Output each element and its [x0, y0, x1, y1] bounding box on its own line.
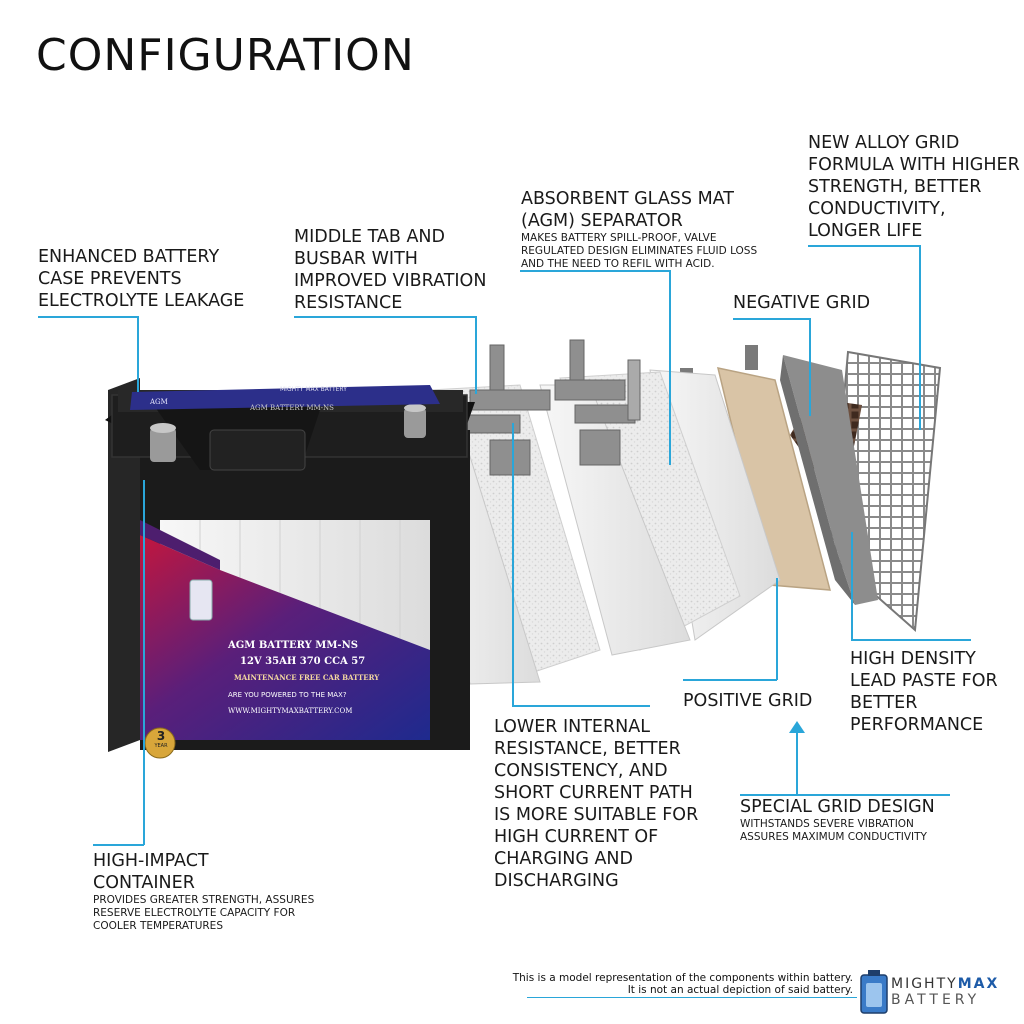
leader-paste — [851, 532, 853, 640]
leader-paste-h — [851, 639, 971, 641]
callout-agm-label: ABSORBENT GLASS MAT (AGM) SEPARATOR — [521, 189, 734, 231]
leader-alloy — [808, 245, 920, 247]
footer-rule — [527, 997, 857, 998]
callout-resistance: LOWER INTERNAL RESISTANCE, BETTER CONSIS… — [494, 717, 699, 891]
busbar-tabs — [449, 339, 641, 476]
leader-case — [38, 316, 138, 318]
callout-positive: POSITIVE GRID — [683, 691, 813, 711]
callout-alloy: NEW ALLOY GRID FORMULA WITH HIGHER STREN… — [808, 133, 1020, 241]
leader-agm-v — [669, 270, 671, 465]
leader-agm — [520, 270, 670, 272]
battery-top-agm: AGM — [150, 398, 168, 406]
leader-resistance-h — [512, 705, 650, 707]
footer-line-2: It is not an actual depiction of said ba… — [627, 984, 853, 996]
battery-front-label: AGM BATTERY MM-NS 12V 35AH 370 CCA 57 MA… — [228, 640, 438, 715]
leader-alloy-v — [919, 245, 921, 430]
callout-tab: MIDDLE TAB AND BUSBAR WITH IMPROVED VIBR… — [294, 227, 487, 313]
callout-container-sub: PROVIDES GREATER STRENGTH, ASSURES RESER… — [93, 894, 315, 932]
warranty-number: 3 — [156, 729, 166, 743]
leader-container-v — [143, 480, 145, 845]
battery-site: WWW.MIGHTYMAXBATTERY.COM — [228, 707, 353, 715]
arrow-up-icon — [789, 721, 805, 733]
callout-container: HIGH-IMPACT CONTAINER PROVIDES GREATER S… — [93, 850, 333, 933]
battery-top-label: AGM — [150, 398, 168, 406]
leader-resistance-v — [512, 423, 514, 706]
battery-spec: 12V 35AH 370 CCA 57 — [240, 656, 366, 667]
callout-agm: ABSORBENT GLASS MAT (AGM) SEPARATOR MAKE… — [521, 188, 781, 271]
leader-positive-v — [776, 578, 778, 680]
battery-case — [105, 378, 475, 759]
callout-special-sub: WITHSTANDS SEVERE VIBRATION ASSURES MAXI… — [740, 818, 927, 843]
footer-brand-max: MAX — [957, 976, 1000, 992]
footer-line-1: This is a model representation of the co… — [512, 972, 853, 984]
warranty-badge: 3 YEAR — [148, 729, 174, 750]
leader-tab-v — [475, 316, 477, 394]
battery-top-model: AGM BATTERY MM-NS — [250, 404, 334, 412]
battery-top-brand: MIGHTY MAX BATTERY — [280, 386, 347, 393]
footer-brand-mighty: MIGHTY — [891, 976, 958, 992]
callout-case: ENHANCED BATTERY CASE PREVENTS ELECTROLY… — [38, 247, 245, 311]
negative-grid-plate — [780, 355, 878, 605]
battery-slogan: ARE YOU POWERED TO THE MAX? — [228, 691, 347, 699]
leader-special-h — [740, 794, 950, 796]
leader-negative-v — [809, 318, 811, 416]
callout-container-label: HIGH-IMPACT CONTAINER — [93, 851, 209, 893]
callout-agm-sub: MAKES BATTERY SPILL-PROOF, VALVE REGULAT… — [521, 232, 758, 270]
leader-tab — [294, 316, 476, 318]
footer-battery-icon — [860, 970, 888, 1014]
callout-special: SPECIAL GRID DESIGN WITHSTANDS SEVERE VI… — [740, 796, 1000, 844]
leader-special-v — [796, 733, 798, 795]
page-title: CONFIGURATION — [36, 30, 415, 81]
footer-brand-battery: BATTERY — [891, 992, 981, 1008]
callout-negative: NEGATIVE GRID — [733, 293, 871, 313]
leader-negative — [733, 318, 810, 320]
callout-special-label: SPECIAL GRID DESIGN — [740, 797, 935, 817]
battery-tagline: MAINTENANCE FREE CAR BATTERY — [234, 673, 380, 682]
battery-model: AGM BATTERY MM-NS — [228, 640, 358, 651]
warranty-text: YEAR — [154, 743, 168, 749]
callout-paste: HIGH DENSITY LEAD PASTE FOR BETTER PERFO… — [850, 649, 998, 735]
leader-container-h — [93, 844, 144, 846]
footer-disclaimer: This is a model representation of the co… — [480, 972, 853, 996]
leader-case-v — [137, 316, 139, 392]
footer-brand: MIGHTYMAX BATTERY — [891, 976, 1021, 1008]
leader-positive-h — [683, 679, 777, 681]
